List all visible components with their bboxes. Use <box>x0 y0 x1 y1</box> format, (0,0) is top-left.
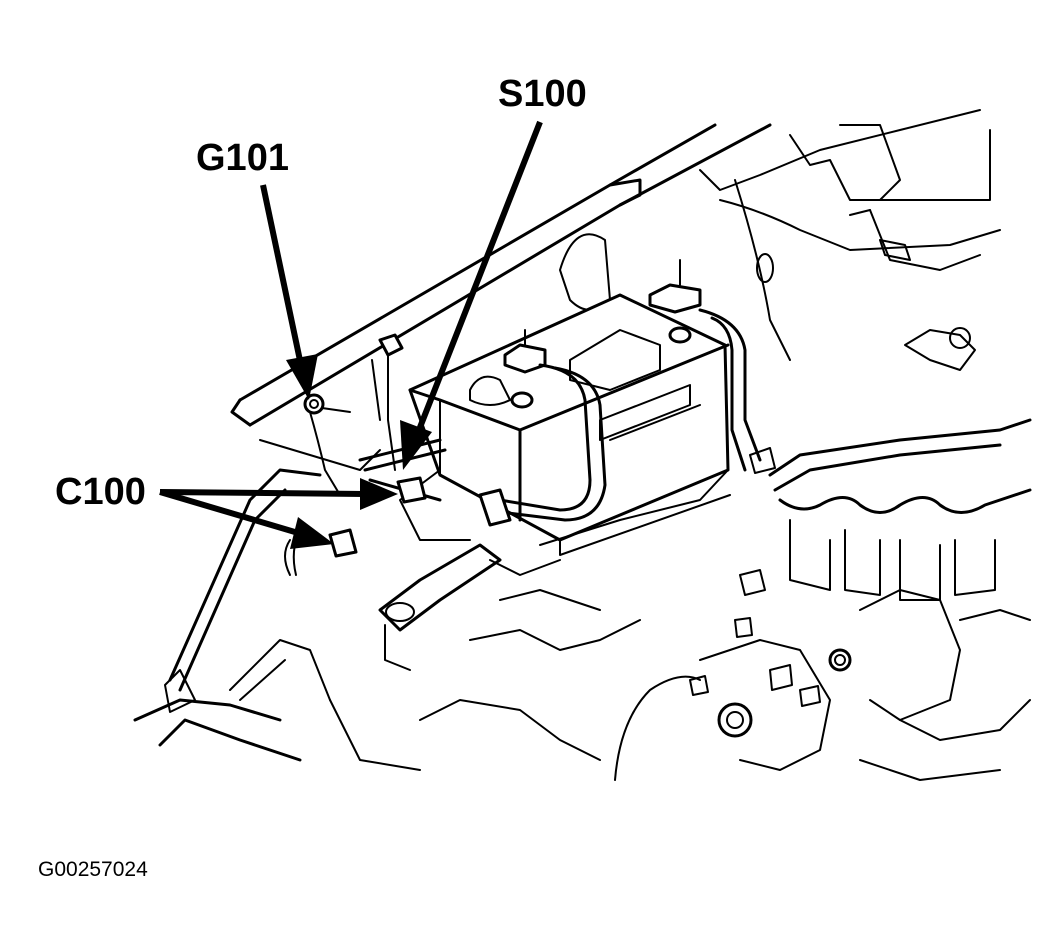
s100-arrow <box>412 120 543 442</box>
wiring-harness <box>168 438 447 692</box>
g101-arrowhead <box>286 354 318 400</box>
callout-arrows <box>159 120 543 549</box>
s100-arrowhead <box>400 420 432 470</box>
c100-arrow-lower <box>159 489 306 538</box>
c100-arrow-upper <box>159 489 366 497</box>
engine-block <box>614 418 1032 781</box>
g101-arrow <box>260 184 305 371</box>
c100-label: C100 <box>55 471 146 513</box>
c100-arrowhead-lower <box>290 517 334 549</box>
figure-id: G00257024 <box>38 858 148 881</box>
frame-rail <box>133 589 641 771</box>
g101-label: G101 <box>196 137 289 179</box>
ground-stud-g101 <box>303 333 404 496</box>
battery-cables <box>478 308 762 527</box>
battery <box>408 259 731 556</box>
firewall-area <box>699 109 1001 371</box>
c100-arrowhead-upper <box>360 478 398 510</box>
s100-label: S100 <box>498 73 587 115</box>
inner-fender-panel <box>230 123 772 471</box>
